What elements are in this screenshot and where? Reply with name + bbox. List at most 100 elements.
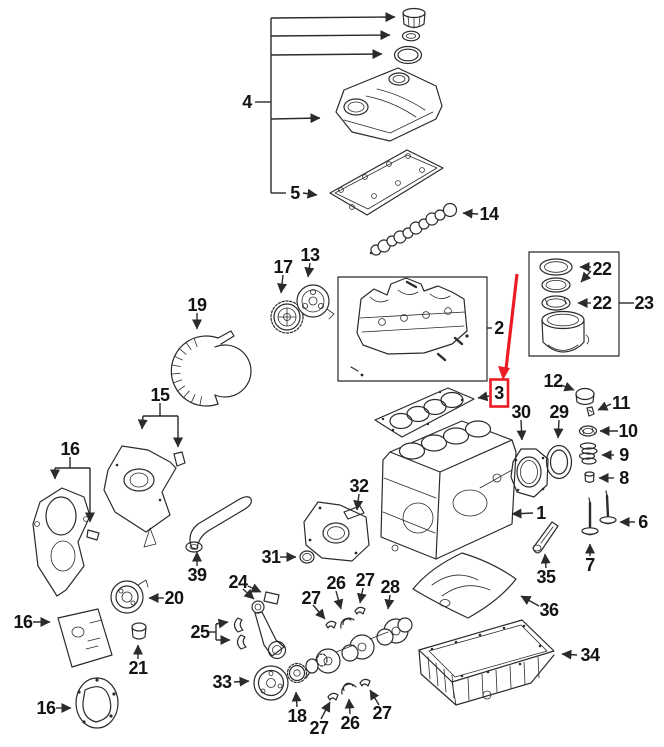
spring-retainer <box>578 425 598 437</box>
intake-valve <box>599 490 617 525</box>
callout-bracket-4 <box>255 12 396 199</box>
rear-main-flange <box>510 448 549 498</box>
callout-bracket-25 <box>209 618 231 645</box>
callout-9[interactable]: 9 <box>619 445 630 465</box>
head-gasket <box>374 387 475 438</box>
damper-bushing <box>131 622 147 640</box>
callout-13[interactable]: 13 <box>300 245 320 265</box>
timing-belt <box>170 330 252 407</box>
callout-26[interactable]: 26 <box>340 713 360 733</box>
callout-33[interactable]: 33 <box>212 672 232 692</box>
callout-27[interactable]: 27 <box>301 588 321 608</box>
callout-2[interactable]: 2 <box>494 318 505 338</box>
callout-22[interactable]: 22 <box>592 293 612 313</box>
outer-timing-cover <box>32 487 91 597</box>
callout-29[interactable]: 29 <box>549 402 569 422</box>
camshaft-sprocket <box>296 284 335 320</box>
callout-14[interactable]: 14 <box>479 204 499 224</box>
callout-18[interactable]: 18 <box>287 706 307 726</box>
callout-30[interactable]: 30 <box>511 402 531 422</box>
cover-plate <box>57 608 113 668</box>
callout-24[interactable]: 24 <box>228 572 248 592</box>
round-cover-plate <box>75 677 119 729</box>
oil-pan <box>418 619 555 706</box>
cover-seal-ring <box>393 45 423 65</box>
oil-filler-cap <box>402 7 426 29</box>
cover-stud <box>173 451 186 467</box>
callout-4[interactable]: 4 <box>242 92 253 112</box>
cylinder-head-group-box <box>337 276 488 382</box>
callout-11[interactable]: 11 <box>612 393 631 413</box>
cap-seal-ring <box>401 30 421 42</box>
inner-timing-cover <box>103 445 177 548</box>
callout-5[interactable]: 5 <box>290 183 301 203</box>
main-bearing-shells <box>340 617 357 695</box>
camshaft-gear <box>270 300 304 334</box>
valve-cover <box>335 67 443 142</box>
callout-16[interactable]: 16 <box>36 698 56 718</box>
callout-25[interactable]: 25 <box>190 622 210 642</box>
callout-7[interactable]: 7 <box>585 555 596 575</box>
connecting-rod <box>251 591 287 660</box>
callout-27[interactable]: 27 <box>309 718 329 738</box>
valve-keeper <box>586 406 595 417</box>
callout-16[interactable]: 16 <box>60 439 80 459</box>
callout-32[interactable]: 32 <box>349 476 369 496</box>
callout-26[interactable]: 26 <box>326 573 346 593</box>
callout-21[interactable]: 21 <box>128 658 148 678</box>
callout-34[interactable]: 34 <box>580 645 600 665</box>
callout-39[interactable]: 39 <box>187 565 207 585</box>
highlight-arrow-head <box>498 366 510 380</box>
valve-cover-gasket <box>329 149 444 216</box>
callout-22[interactable]: 22 <box>592 259 612 279</box>
callout-1[interactable]: 1 <box>536 503 547 523</box>
exhaust-valve <box>581 497 599 536</box>
callout-15[interactable]: 15 <box>150 385 170 405</box>
callout-35[interactable]: 35 <box>536 567 556 587</box>
highlight-box <box>489 378 510 408</box>
callout-36[interactable]: 36 <box>539 600 559 620</box>
callout-bracket-15 <box>137 403 183 448</box>
callout-17[interactable]: 17 <box>273 257 293 277</box>
highlight-pointer <box>498 273 519 380</box>
callout-27[interactable]: 27 <box>372 703 392 723</box>
piston-rings <box>539 258 573 311</box>
callout-19[interactable]: 19 <box>187 295 207 315</box>
callout-10[interactable]: 10 <box>618 421 638 441</box>
engine-block <box>380 420 517 560</box>
rear-main-seal <box>545 444 573 480</box>
highlight-arrow-shaft <box>504 273 519 370</box>
callout-28[interactable]: 28 <box>380 577 400 597</box>
cylinder-head <box>350 277 469 377</box>
callout-27[interactable]: 27 <box>355 570 375 590</box>
belt-tensioner <box>110 579 149 614</box>
guide-bracket <box>532 521 559 554</box>
crank-pulley <box>253 665 289 701</box>
callout-bracket-16 <box>50 457 95 523</box>
callout-12[interactable]: 12 <box>543 371 563 391</box>
callout-6[interactable]: 6 <box>638 512 649 532</box>
oil-suction-pipe <box>185 496 252 553</box>
cover-clip <box>86 529 100 541</box>
callout-31[interactable]: 31 <box>261 547 281 567</box>
callout-16[interactable]: 16 <box>13 612 33 632</box>
crankshaft <box>305 617 413 679</box>
callout-3[interactable]: 3 <box>494 383 505 403</box>
callout-8[interactable]: 8 <box>619 468 630 488</box>
oil-pump-cover <box>303 501 370 562</box>
callout-20[interactable]: 20 <box>164 588 184 608</box>
piston-group-box <box>528 251 620 357</box>
piston <box>541 310 590 353</box>
valve-spring <box>578 442 598 465</box>
camshaft <box>369 202 458 256</box>
windage-tray <box>412 552 517 619</box>
valve-tappet <box>575 387 595 406</box>
crank-sprocket <box>286 653 328 684</box>
callout-23[interactable]: 23 <box>634 293 654 313</box>
valve-stem-seal <box>584 471 595 483</box>
o-ring-seal <box>299 550 315 564</box>
rod-bearing-shells <box>233 617 247 650</box>
